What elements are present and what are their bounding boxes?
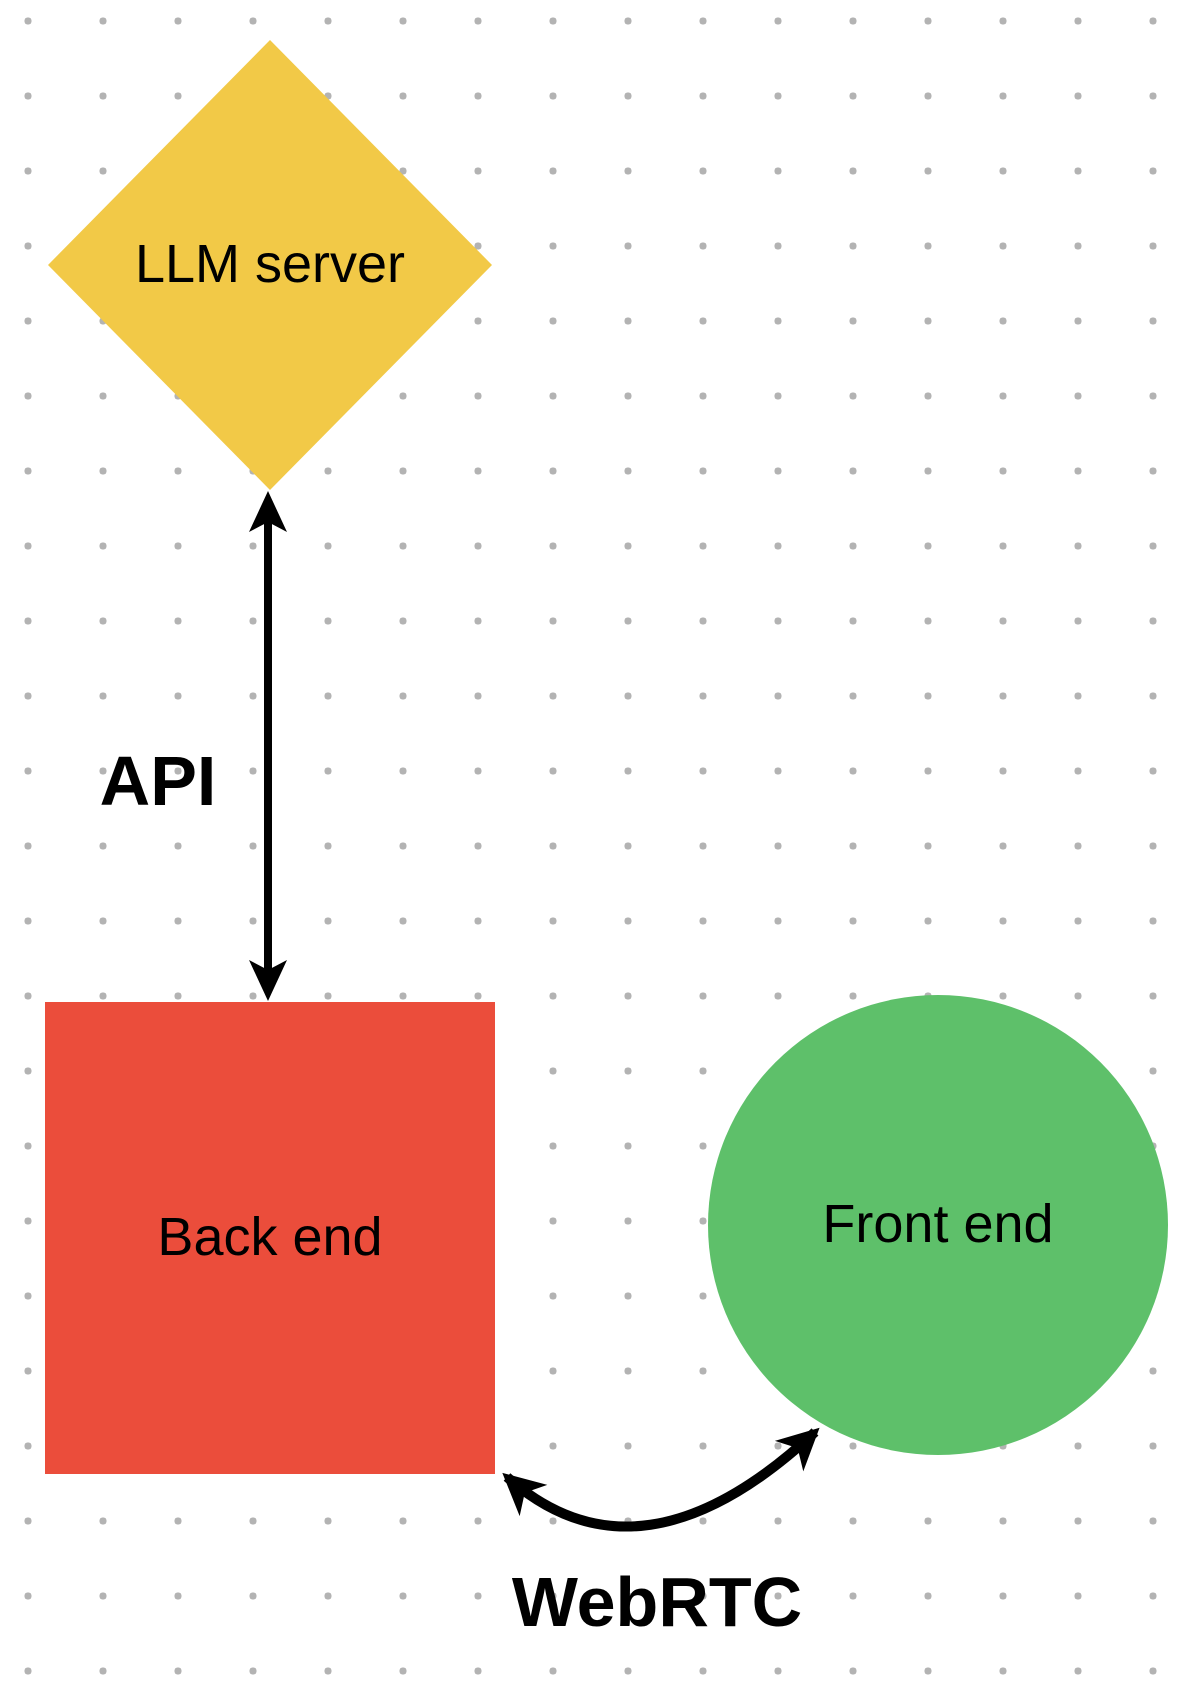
node-front-end[interactable]: Front end [708, 995, 1168, 1455]
node-back-end[interactable]: Back end [45, 1002, 495, 1474]
node-front-end-label: Front end [822, 1194, 1054, 1255]
node-back-end-label: Back end [157, 1207, 383, 1268]
edge-label-api[interactable]: API [99, 742, 217, 820]
edge-arrow-api[interactable] [249, 491, 287, 1001]
edge-arrow-webrtc[interactable] [502, 1427, 820, 1532]
node-llm-server-label: LLM server [134, 234, 406, 295]
edge-label-webrtc[interactable]: WebRTC [511, 1563, 803, 1641]
